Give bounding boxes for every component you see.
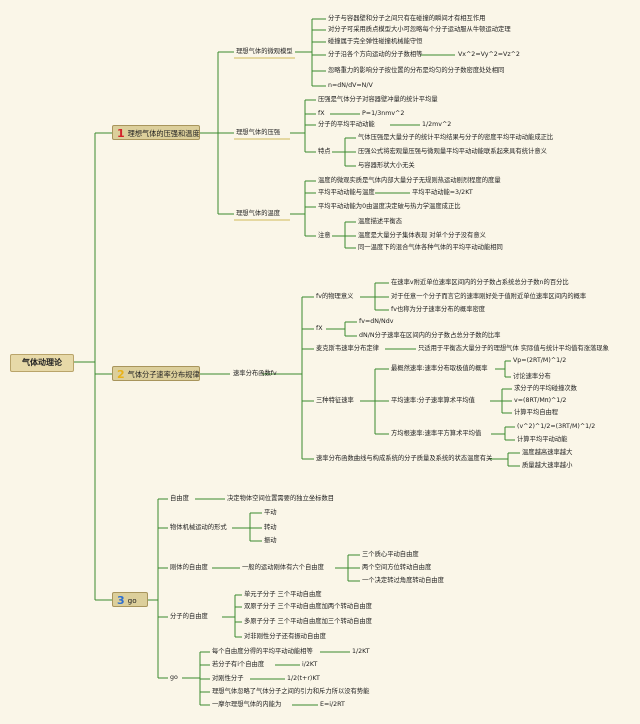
go-value: 1/2(t+r)KT <box>287 675 320 682</box>
rms-speed-item: (v^2)^1/2=(3RT/M)^1/2 <box>517 423 596 430</box>
pressure-label: 理想气体的压强 <box>236 129 281 136</box>
pressure-feature-label: 特点 <box>318 148 331 155</box>
average-speed-item: v=(8RT/Mπ)^1/2 <box>514 397 567 404</box>
temperature-formula: 平均平动动能=3/2KT <box>412 189 473 196</box>
temperature-item: 温度的微观实质是气体内部大量分子无规则热运动剧烈程度的度量 <box>318 177 501 184</box>
rms-speed-item: 计算平均平动动能 <box>517 436 568 443</box>
branch-3-label: go <box>127 596 137 605</box>
root-node: 气体动理论 <box>10 354 74 372</box>
micro-model-formula: Vx^2=Vy^2=Vz^2 <box>458 51 520 58</box>
molecule-label: 分子的自由度 <box>170 613 208 620</box>
fx-item: fv=dN/Ndv <box>359 318 394 325</box>
physical-meaning-label: fv的物理意义 <box>316 293 354 300</box>
micro-model-item: 对分子可采用质点模型大小可忽略每个分子运动服从牛顿运动定理 <box>328 26 511 33</box>
go-value: i/2KT <box>302 661 318 668</box>
go-item: 若分子有i个自由度 <box>212 661 265 668</box>
pressure-feature-item: 气体压强是大量分子的统计平均结果与分子的密度平均平动动能成正比 <box>358 134 554 141</box>
rigid-item: 一个决定转过角度转动自由度 <box>362 577 444 584</box>
motion-item: 平动 <box>264 509 277 516</box>
physical-meaning-item: 对于任意一个分子而言它的速率刚好处于值附近单位速率区间内的概率 <box>391 293 587 300</box>
pressure-feature-item: 与容器形状大小无关 <box>358 162 415 169</box>
temperature-item: 平均平动动能与温度 <box>318 189 375 196</box>
molecule-item: 对非刚性分子还有振动自由度 <box>244 633 326 640</box>
temperature-note-item: 温度是大量分子集体表现 对单个分子没有意义 <box>358 232 486 239</box>
go-item: 每个自由度分得的平均平动动能相等 <box>212 648 313 655</box>
molecule-item: 多原子分子 三个平动自由度加三个转动自由度 <box>244 618 372 625</box>
rigid-item: 两个空间方位转动自由度 <box>362 564 432 571</box>
three-speeds-label: 三种特征速率 <box>316 397 354 404</box>
micro-model-item: 分子沿各个方向运动的分子数相等 <box>328 51 423 58</box>
most-probable-label: 最概然速率:速率分布取极值的概率 <box>391 365 488 372</box>
maxwell-label: 麦克斯韦速率分布定律 <box>316 345 379 352</box>
micro-model-item: 碰撞属于完全弹性碰撞机械能守恒 <box>328 38 423 45</box>
go-item: 对刚性分子 <box>212 675 244 682</box>
go-value: E=i/2RT <box>320 701 345 708</box>
rigid-item: 三个质心平动自由度 <box>362 551 419 558</box>
rate-function-label: 速率分布函数fv <box>233 370 277 377</box>
average-speed-item: 求分子的平均碰撞次数 <box>514 385 577 392</box>
temperature-note-label: 注意 <box>318 232 331 239</box>
go-item: 一摩尔理想气体的内能为 <box>212 701 282 708</box>
fx-label: fX <box>316 325 323 332</box>
micro-model-label: 理想气体的微观模型 <box>236 48 293 55</box>
micro-model-item: 忽略重力的影响分子按位置的分布是均匀的分子数密度处处相同 <box>328 67 505 74</box>
branch-1-label: 理想气体的压强和温度 <box>127 129 200 138</box>
micro-model-item: 分子与容器壁和分子之间只有在碰撞的瞬间才有相互作用 <box>328 15 486 22</box>
dof-label: 自由度 <box>170 495 189 502</box>
most-probable-item: Vp=(2RT/M)^1/2 <box>513 357 567 364</box>
temperature-label: 理想气体的温度 <box>236 210 281 217</box>
rigid-mid: 一般的运动刚体有六个自由度 <box>242 564 324 571</box>
average-speed-item: 计算平均自由程 <box>514 409 559 416</box>
go-item: 理想气体忽略了气体分子之间的引力和斥力所以没有势能 <box>212 688 370 695</box>
fx-item: dN/N分子速率在区间内的分子数占总分子数的比率 <box>359 332 501 339</box>
maxwell-note: 只适用于平衡态大量分子的理想气体 实际值与统计平均值有涨落现象 <box>418 345 609 352</box>
pressure-formula: 1/2mv^2 <box>422 121 452 128</box>
curve-item: 温度越高速率越大 <box>522 449 573 456</box>
pressure-item: fX <box>318 110 325 117</box>
branch-2-label: 气体分子速率分布规律 <box>127 370 200 379</box>
pressure-feature-item: 压强公式将宏观量压强与微观量平均平动动能联系起来具有统计意义 <box>358 148 547 155</box>
pressure-item: 压强是气体分子对容器壁冲量的统计平均量 <box>318 96 438 103</box>
dof-note: 决定物体空间位置需要的独立坐标数目 <box>227 495 335 502</box>
temperature-note-item: 温度描述平衡态 <box>358 218 403 225</box>
go-value: 1/2KT <box>352 648 370 655</box>
most-probable-item: 讨论速率分布 <box>513 373 551 380</box>
physical-meaning-item: fv也称为分子速率分布的概率密度 <box>391 306 486 313</box>
go-label: go <box>170 674 178 681</box>
temperature-item: 平均平动动能为0由温度决定破与热力学温度成正比 <box>318 203 461 210</box>
motion-item: 振动 <box>264 537 277 544</box>
molecule-item: 双原子分子 三个平动自由度加两个转动自由度 <box>244 603 372 610</box>
curve-item: 质量越大速率越小 <box>522 462 573 469</box>
curve-label: 速率分布函数曲线与构成系统的分子质量及系统的状态温度有关 <box>316 455 493 462</box>
pressure-item: 分子的平均平动动能 <box>318 121 375 128</box>
micro-model-item: n=dN/dV=N/V <box>328 82 373 89</box>
molecule-item: 单元子分子 三个平动自由度 <box>244 591 322 598</box>
temperature-note-item: 同一温度下的混合气体各种气体的平均平动动能相同 <box>358 244 503 251</box>
pressure-formula: P=1/3nmv^2 <box>362 110 405 117</box>
physical-meaning-item: 在速率v附近单位速率区间内的分子数占系统总分子数n的百分比 <box>391 279 569 286</box>
rigid-label: 刚体的自由度 <box>170 564 208 571</box>
motion-item: 转动 <box>264 524 277 531</box>
branch-3-number: 3 <box>117 594 125 607</box>
branch-1-number: 1 <box>117 127 125 140</box>
branch-2-number: 2 <box>117 368 125 381</box>
motion-label: 物体机械运动的形式 <box>170 524 227 531</box>
average-speed-label: 平均速率:分子速率算术平均值 <box>391 397 475 404</box>
rms-speed-label: 方均根速率:速率平方算术平均值 <box>391 430 482 437</box>
